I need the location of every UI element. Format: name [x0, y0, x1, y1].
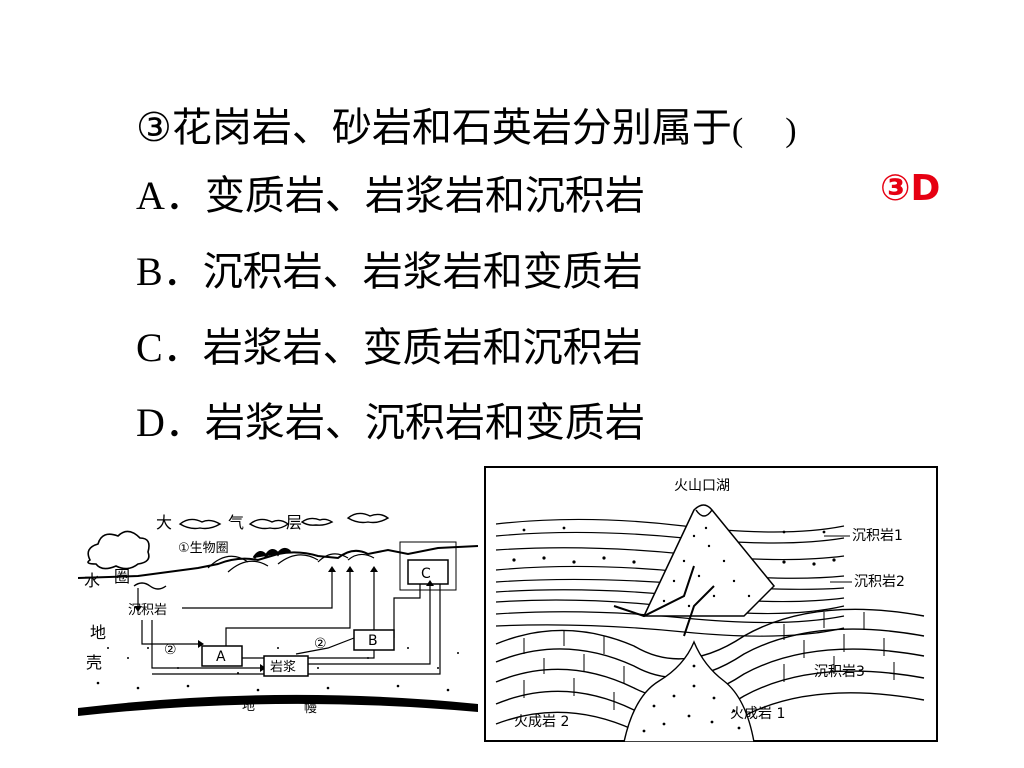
mountain-folds [207, 553, 375, 573]
cycle-arrows [137, 570, 441, 675]
sediment-dots [512, 526, 836, 566]
cloud-small-1 [178, 518, 222, 530]
box-magma-label: 岩浆 [270, 660, 296, 675]
vegetation-band [252, 547, 292, 559]
question-stem: ③花岗岩、砂岩和石英岩分别属于() [136, 108, 797, 148]
paren-close: ) [785, 112, 797, 149]
volcano-dots [662, 526, 751, 608]
option-c-text: 岩浆岩、变质岩和沉积岩 [202, 325, 643, 371]
box-a [201, 645, 243, 667]
option-b-text: 沉积岩、岩浆岩和变质岩 [202, 249, 643, 295]
crater [695, 509, 713, 517]
atmosphere-label-1: 大 [156, 513, 172, 532]
igneous-intrusion [623, 640, 755, 742]
option-d-letter: D． [136, 400, 205, 445]
option-c: C．岩浆岩、变质岩和沉积岩 [136, 325, 643, 371]
sed2-label: 沉积岩2 [854, 574, 905, 590]
box-c [407, 559, 449, 585]
hydrosphere-label-1: 水 [84, 571, 100, 590]
circle2-left-label: ② [164, 642, 177, 658]
dike [613, 565, 715, 637]
option-a: A．变质岩、岩浆岩和沉积岩 [136, 173, 645, 219]
option-a-text: 变质岩、岩浆岩和沉积岩 [204, 173, 645, 219]
box-magma [263, 655, 309, 677]
option-b-letter: B． [136, 249, 203, 294]
option-b: B．沉积岩、岩浆岩和变质岩 [136, 249, 643, 295]
mantle-label-2: 幔 [304, 701, 317, 716]
cloud-small-4 [346, 512, 390, 524]
cloud-small-2 [248, 518, 290, 530]
option-d: D．岩浆岩、沉积岩和变质岩 [136, 400, 645, 446]
rock-cycle-diagram: 大 气 层 ①生物圈 水 圈 沉积岩 地 壳 C [78, 512, 478, 716]
answer-label: ③D [880, 168, 941, 209]
igneous1-label: 火成岩 1 [730, 706, 785, 722]
hydrosphere-label-2: 圈 [114, 567, 130, 586]
water-wave [133, 582, 167, 590]
crust-label-1: 地 [90, 623, 106, 642]
intrusion-dots [642, 664, 741, 733]
sed1-label: 沉积岩1 [852, 528, 903, 544]
atmosphere-label-2: 气 [228, 513, 244, 532]
sed3-label: 沉积岩3 [814, 664, 865, 680]
box-a-label: A [216, 649, 226, 665]
sediment-label: 沉积岩 [128, 603, 167, 618]
mantle-label-1: 地 [242, 699, 255, 714]
paren-open: ( [731, 112, 744, 149]
option-c-letter: C． [136, 325, 203, 370]
question-stem-text: ③花岗岩、砂岩和石英岩分别属于 [136, 105, 732, 151]
igneous2-label: 火成岩 2 [514, 714, 569, 730]
box-c-label: C [421, 566, 431, 582]
option-d-text: 岩浆岩、沉积岩和变质岩 [204, 400, 645, 446]
crust-label-2: 壳 [86, 653, 102, 672]
biosphere-label: ①生物圈 [178, 541, 229, 556]
arrow-heads [134, 566, 434, 672]
brick-joints [523, 612, 895, 710]
atmosphere-label-3: 层 [286, 513, 302, 532]
label-leaders [824, 535, 852, 583]
circle2-right-label: ② [314, 636, 327, 652]
zoom-frame [399, 541, 457, 591]
geologic-section-diagram: 火山口湖 [484, 466, 938, 742]
mantle-band [78, 694, 478, 716]
crater-lake-label: 火山口湖 [674, 478, 730, 494]
option-a-letter: A． [136, 173, 205, 218]
cloud-left [87, 530, 150, 570]
box-b-label: B [368, 633, 378, 649]
box-b [353, 629, 395, 651]
volcano-cone [642, 504, 776, 617]
cloud-small-3 [300, 517, 334, 526]
